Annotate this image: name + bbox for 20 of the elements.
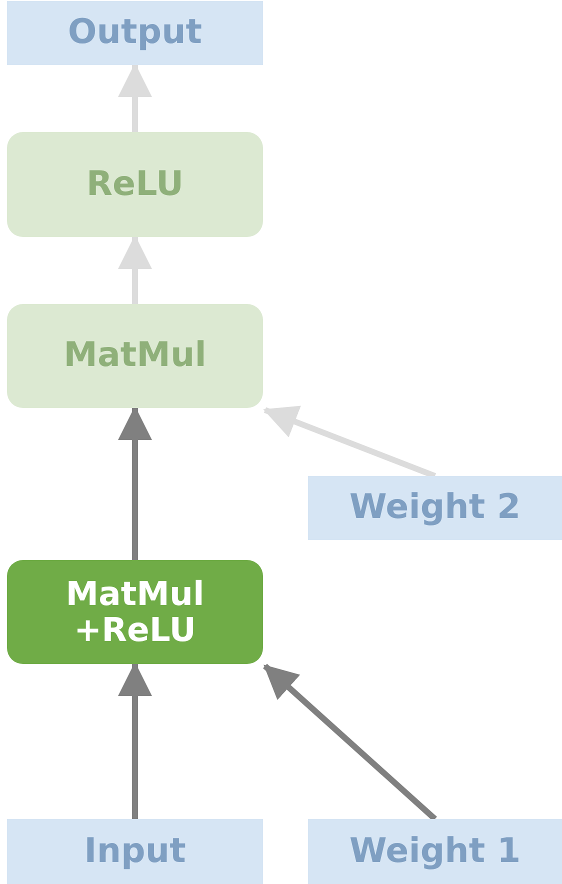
node-label: Weight 1 <box>349 832 521 870</box>
fused-operation-box <box>7 560 263 664</box>
operation-box <box>7 304 263 408</box>
weight-box <box>308 819 562 884</box>
arrow <box>263 406 436 479</box>
arrow <box>118 662 152 819</box>
node-label: MatMul <box>64 337 206 375</box>
node-label: Output <box>68 14 202 52</box>
node-label: ReLU <box>86 166 184 204</box>
arrow <box>118 406 152 560</box>
input-output-box <box>7 1 263 65</box>
operation-box <box>7 132 263 237</box>
weight-box <box>308 476 562 540</box>
node-label: Input <box>84 832 186 870</box>
node-label: Weight 2 <box>349 489 521 527</box>
arrow <box>118 63 152 132</box>
arrow <box>118 235 152 304</box>
arrow <box>263 664 437 822</box>
input-output-box <box>7 819 263 884</box>
node-label: MatMul +ReLU <box>64 576 206 648</box>
